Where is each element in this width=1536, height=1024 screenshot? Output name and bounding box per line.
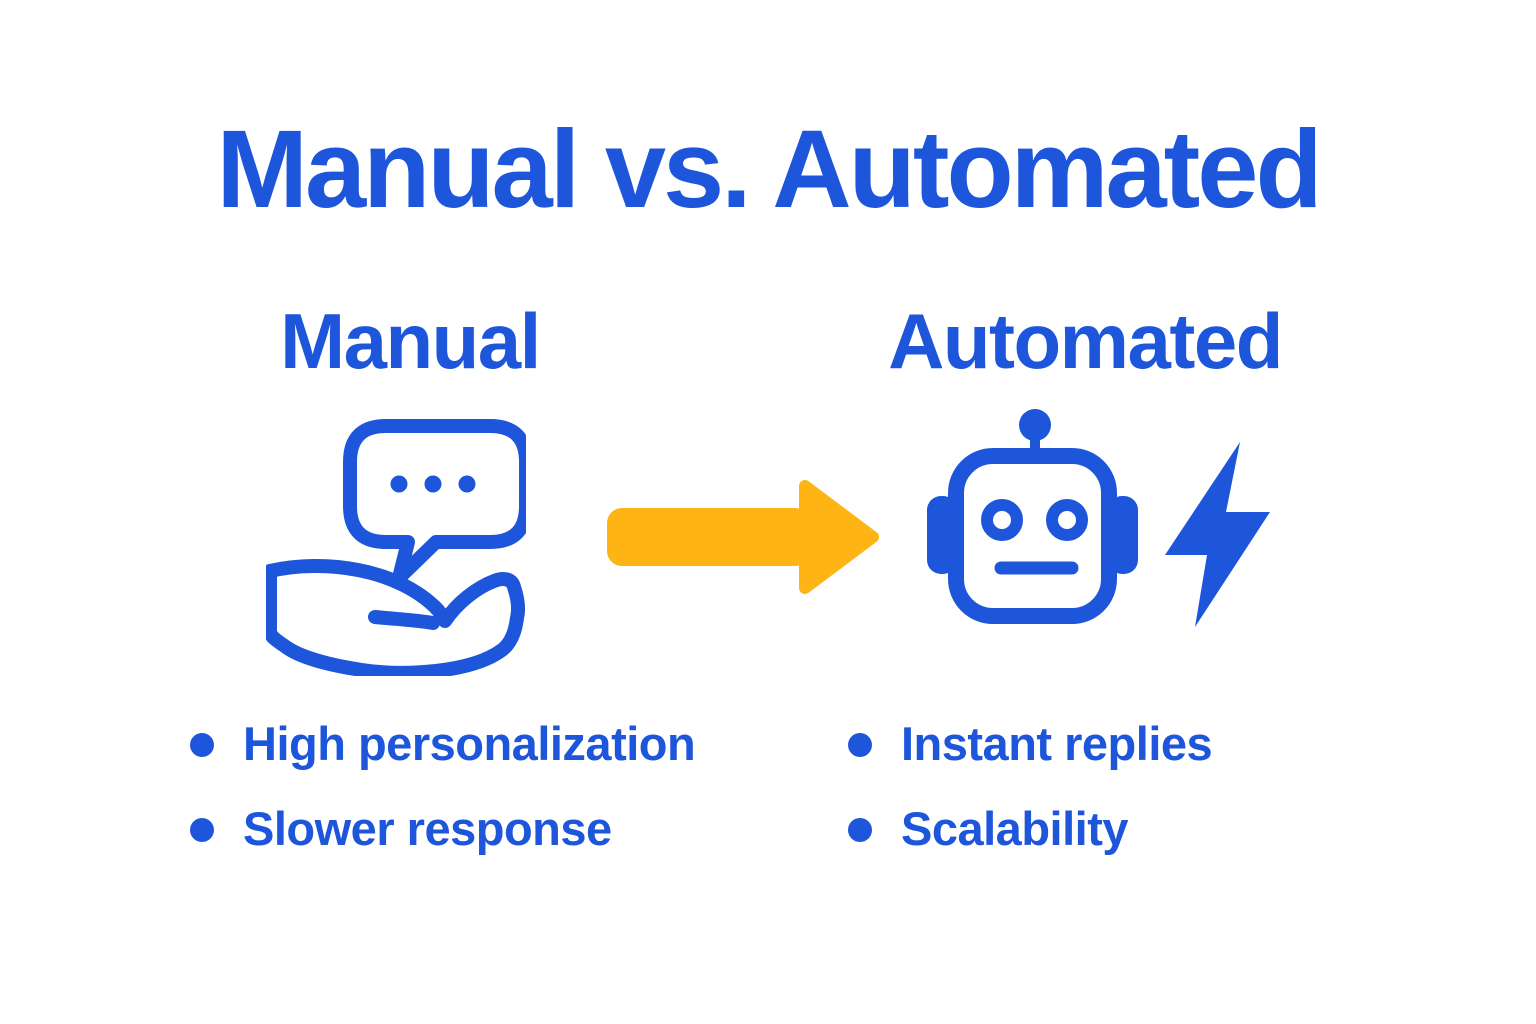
page-title: Manual vs. Automated bbox=[216, 108, 1322, 231]
automated-bullet-item: Scalability bbox=[848, 801, 1129, 858]
bullet-dot-icon bbox=[848, 818, 872, 842]
bullet-dot-icon bbox=[190, 733, 214, 757]
right-arrow-icon bbox=[607, 480, 879, 594]
automated-bullet-label: Instant replies bbox=[901, 716, 1213, 770]
lightning-bolt-icon bbox=[1165, 442, 1270, 627]
bullet-dot-icon bbox=[848, 733, 872, 757]
manual-column-heading: Manual bbox=[280, 297, 541, 385]
automated-bullet-label: Scalability bbox=[901, 801, 1129, 855]
bullet-dot-icon bbox=[190, 818, 214, 842]
manual-bullet-item: Slower response bbox=[190, 802, 612, 858]
manual-bullet-item: High personalization bbox=[190, 716, 696, 773]
robot-icon bbox=[927, 409, 1138, 624]
automated-bullet-item: Instant replies bbox=[848, 716, 1213, 773]
speech-bubble-in-hand-icon bbox=[266, 419, 526, 676]
manual-bullet-label: Slower response bbox=[243, 801, 612, 855]
manual-bullet-label: High personalization bbox=[243, 716, 696, 770]
automated-column-heading: Automated bbox=[888, 297, 1283, 385]
